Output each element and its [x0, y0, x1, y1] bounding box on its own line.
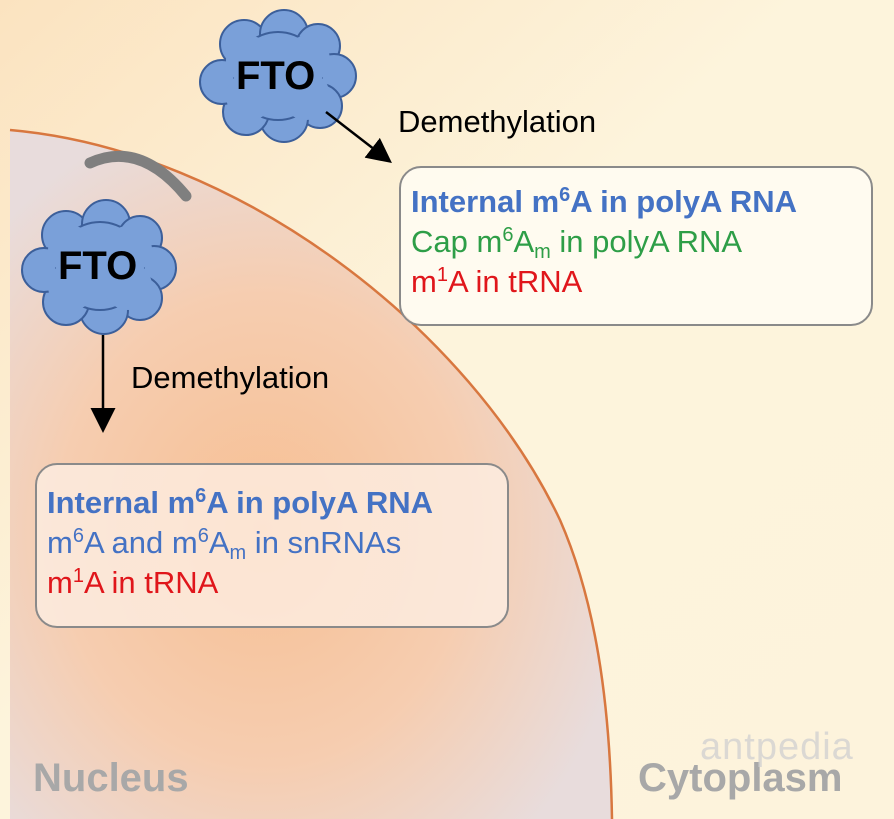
cyto-substrate-cap-m6am: Cap m6Am in polyA RNA	[411, 224, 743, 263]
cytoplasm-region-label: Cytoplasm	[638, 756, 843, 800]
nuc-substrate-m1a: m1A in tRNA	[47, 565, 219, 600]
fto-label-cytoplasm: FTO	[236, 54, 316, 98]
fto-protein-cytoplasm	[199, 9, 357, 143]
cyto-substrate-m1a: m1A in tRNA	[411, 264, 583, 299]
nucleus-substrate-box: Internal m6A in polyA RNA m6A and m6Am i…	[35, 463, 509, 628]
nuc-substrate-internal-m6a: Internal m6A in polyA RNA	[47, 485, 434, 520]
watermark-logo: antpedia	[700, 726, 854, 768]
cytoplasm-demethylation-arrow	[325, 111, 392, 164]
cyto-substrate-internal-m6a: Internal m6A in polyA RNA	[411, 184, 798, 219]
demethylation-label-nucleus: Demethylation	[131, 360, 330, 395]
nuc-substrate-snrna: m6A and m6Am in snRNAs	[47, 525, 402, 564]
nuclear-pore	[84, 150, 192, 202]
demethylation-label-cytoplasm: Demethylation	[398, 104, 597, 139]
nuclear-membrane	[9, 128, 614, 819]
fto-label-nucleus: FTO	[58, 244, 138, 288]
cytoplasm-substrate-box: Internal m6A in polyA RNA Cap m6Am in po…	[399, 166, 873, 326]
nucleus-region-label: Nucleus	[33, 756, 189, 800]
fto-protein-nucleus	[21, 199, 177, 335]
